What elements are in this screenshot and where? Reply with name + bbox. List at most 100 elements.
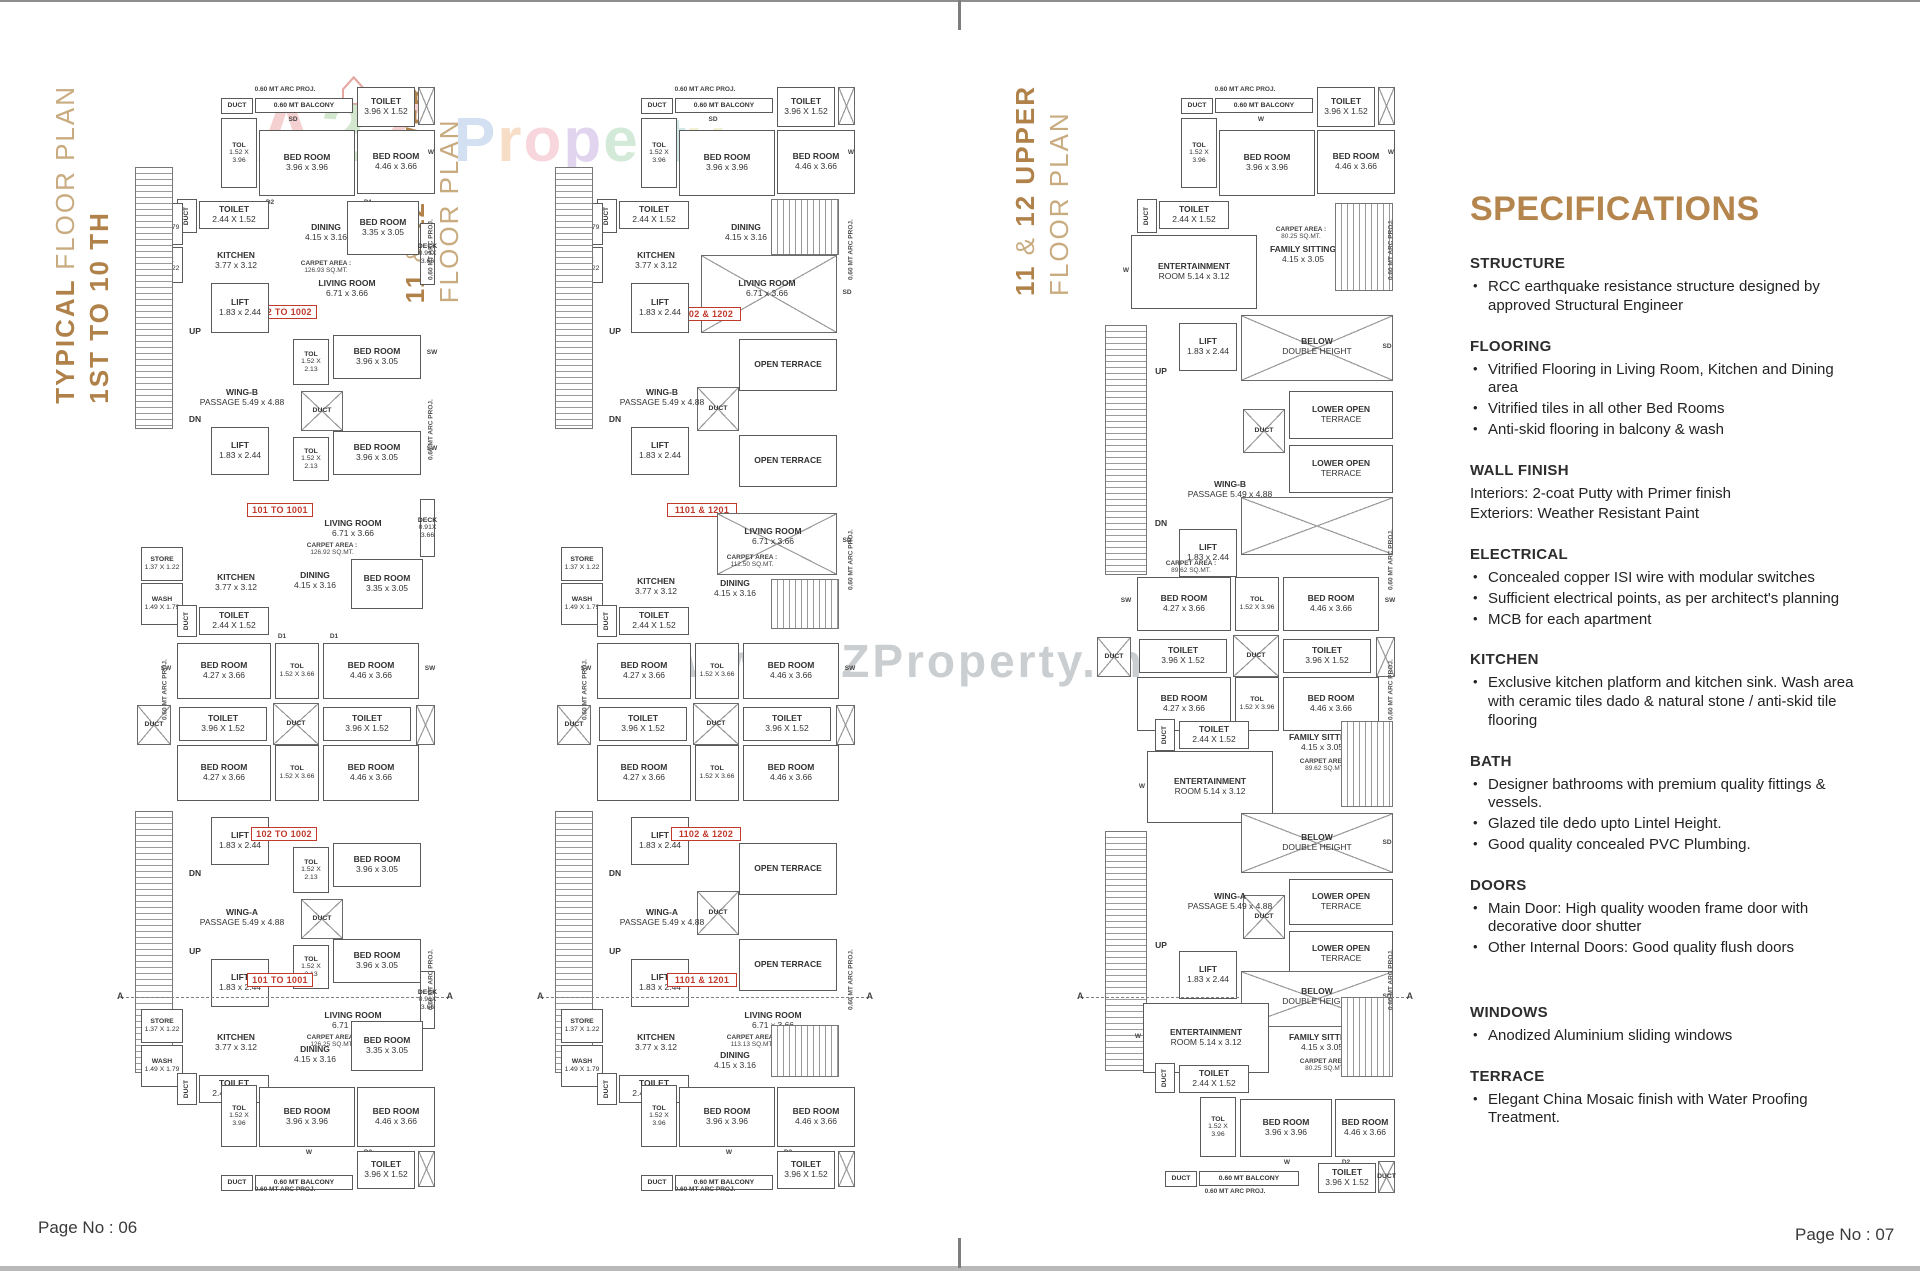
room-label: TOL [652, 1104, 666, 1112]
room-dimensions: 4.46 x 3.66 [1309, 703, 1353, 713]
room-label: BED ROOM [767, 762, 815, 773]
room-dimensions: 1.52 X 2.13 [301, 455, 321, 470]
room-label: TOL [232, 141, 246, 149]
room-label: OPEN TERRACE [754, 455, 822, 466]
room-dimensions: 3.96 X 1.52 [364, 106, 408, 116]
plan-title-text: & [1010, 235, 1040, 256]
room-label: DUCT [1161, 725, 1169, 745]
room-dimensions: 1.52 X 3.96 [229, 1112, 249, 1127]
sw: SW [423, 665, 437, 673]
room-label: TOL [304, 858, 318, 866]
room-dimensions: 3.96 x 3.96 [705, 1116, 749, 1126]
room-label: 0.60 MT ARC PROJ. [674, 86, 736, 94]
room-label: DN [188, 868, 202, 879]
spec-bullet-item: Designer bathrooms with premium quality … [1470, 776, 1854, 814]
dn: DN [1151, 519, 1171, 529]
room-dimensions: 1.83 x 2.44 [1186, 346, 1230, 356]
room-label: OPEN TERRACE [754, 863, 822, 874]
room-label: DECK [417, 516, 438, 524]
spec-section-bath: BATHDesigner bathrooms with premium qual… [1470, 753, 1854, 855]
room-label: BED ROOM [1243, 152, 1291, 163]
room-label: LIFT [1199, 542, 1217, 553]
room-dimensions: 1.37 X 1.22 [144, 564, 180, 571]
xbox-duct [416, 705, 435, 745]
room-label: DECK [417, 988, 438, 996]
spec-bullet-item: Good quality concealed PVC Plumbing. [1470, 836, 1854, 855]
room-label: 102 TO 1002 [256, 306, 312, 317]
room-label: CARPET AREA : [300, 259, 352, 267]
room-label: FAMILY SITTING [1288, 1032, 1356, 1043]
duct-duct: DUCT [1097, 637, 1131, 677]
xbox-duct [1378, 87, 1395, 125]
room-label: DN [608, 868, 622, 879]
spec-section-heading: DOORS [1470, 876, 1527, 894]
room-dimensions: 1.52 X 3.96 [649, 1112, 669, 1127]
room-dimensions: 3.96 x 3.96 [1264, 1127, 1308, 1137]
room-dimensions: 4.15 x 3.16 [293, 1054, 337, 1064]
room-dimensions: 4.46 x 3.66 [794, 161, 838, 171]
room-label: BED ROOM [620, 660, 668, 671]
room-dimensions: 3.77 x 3.12 [634, 586, 678, 596]
room-label: SW [424, 665, 436, 673]
xbox-duct [418, 87, 435, 125]
room-label: ENTERTAINMENT [1157, 261, 1231, 272]
room-dimensions: ROOM 5.14 x 3.12 [1170, 1037, 1242, 1047]
room-label: LIFT [231, 972, 249, 983]
spec-section-flooring: FLOORINGVitrified Flooring in Living Roo… [1470, 338, 1854, 440]
room-dimensions: 3.96 x 3.96 [705, 162, 749, 172]
duct: DUCT [1165, 1171, 1197, 1187]
spec-bullet-item: Glazed tile dedo upto Lintel Height. [1470, 815, 1854, 834]
0-60-mt-arc-proj: 0.60 MT ARC PROJ. [1387, 935, 1395, 1025]
plan-title-column: FLOOR PLAN [434, 85, 464, 303]
room-dimensions: 3.96 X 1.52 [345, 723, 389, 733]
d1: D1 [327, 633, 341, 641]
room-label: TOILET [1167, 645, 1199, 656]
room-label: BED ROOM [200, 762, 248, 773]
carpet-area: CARPET AREA :80.25 SQ.MT. [1283, 1057, 1367, 1073]
duct-duct: DUCT [301, 899, 343, 939]
room-label: TOL [304, 447, 318, 455]
room-dimensions: 3.77 x 3.12 [214, 582, 258, 592]
room-dimensions: 1.83 x 2.44 [638, 450, 682, 460]
room-label: BED ROOM [1262, 1117, 1310, 1128]
room-dimensions: 2.44 X 1.52 [212, 620, 256, 630]
room-label: D1 [277, 633, 287, 641]
section-marker-a: A [537, 991, 544, 1001]
room-label: LIFT [651, 297, 669, 308]
room-label: 0.60 MT ARC PROJ. [254, 86, 316, 94]
duct: DUCT [1181, 98, 1213, 114]
room-label: D2 [1342, 1159, 1350, 1166]
room-label: STORE [150, 556, 174, 564]
room-dimensions: 4.46 x 3.66 [769, 772, 813, 782]
room-dimensions: 1.83 x 2.44 [218, 840, 262, 850]
room-label: TOL [710, 663, 724, 671]
room-label: 1102 & 1202 [678, 828, 734, 839]
duct-duct: DUCT [697, 387, 739, 431]
up: UP [185, 327, 205, 337]
0-60-mt-balcony: 0.60 MT BALCONY [1199, 1171, 1299, 1186]
room-dimensions: 3.96 X 1.52 [784, 1169, 828, 1179]
0-60-mt-arc-proj: 0.60 MT ARC PROJ. [847, 515, 855, 605]
0-60-mt-balcony: 0.60 MT BALCONY [1215, 98, 1313, 113]
0-60-mt-balcony: 0.60 MT BALCONY [255, 1175, 353, 1190]
room-dimensions: 4.15 x 3.16 [713, 588, 757, 598]
room-dimensions: 4.15 x 3.16 [304, 232, 348, 242]
